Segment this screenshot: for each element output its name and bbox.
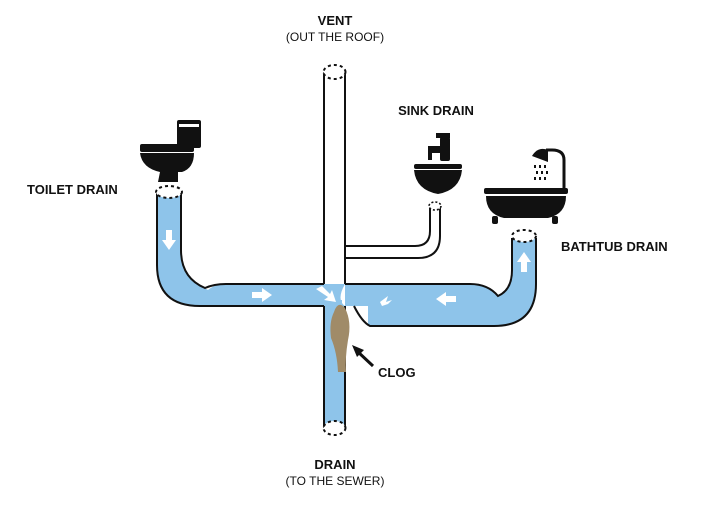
flow-arrow-left-up — [380, 296, 392, 306]
vent-sublabel: (OUT THE ROOF) — [286, 30, 384, 44]
clog-label: CLOG — [378, 365, 416, 380]
drain-sublabel: (TO THE SEWER) — [286, 474, 385, 488]
bathtub-drain-opening — [511, 229, 537, 243]
toilet-icon — [140, 120, 201, 182]
bathtub-drain-label: BATHTUB DRAIN — [561, 239, 668, 254]
main-drain-opening — [322, 420, 347, 436]
drain-label: DRAIN — [314, 457, 355, 472]
flow-arrow-up — [517, 252, 531, 272]
flow-arrow-left — [436, 292, 456, 306]
flow-arrow-right — [252, 288, 272, 302]
bathtub-drain-pipe — [345, 229, 537, 327]
vent-label: VENT — [318, 13, 353, 28]
flow-arrow-down-right — [316, 286, 336, 302]
sink-icon — [414, 133, 462, 194]
shower-head-icon — [532, 148, 566, 188]
bathtub-icon — [484, 188, 568, 224]
sink-drain-label: SINK DRAIN — [398, 103, 474, 118]
toilet-drain-label: TOILET DRAIN — [27, 182, 118, 197]
toilet-drain-opening — [155, 185, 183, 199]
clog-blob — [330, 304, 350, 372]
sink-drain-pipe — [344, 201, 442, 284]
clog-pointer-arrow — [352, 345, 375, 368]
vent-opening — [322, 64, 347, 80]
sink-drain-opening — [428, 201, 442, 211]
toilet-drain-pipe — [155, 185, 324, 307]
flow-arrow-down — [162, 230, 176, 250]
flow-arrows — [162, 230, 531, 306]
